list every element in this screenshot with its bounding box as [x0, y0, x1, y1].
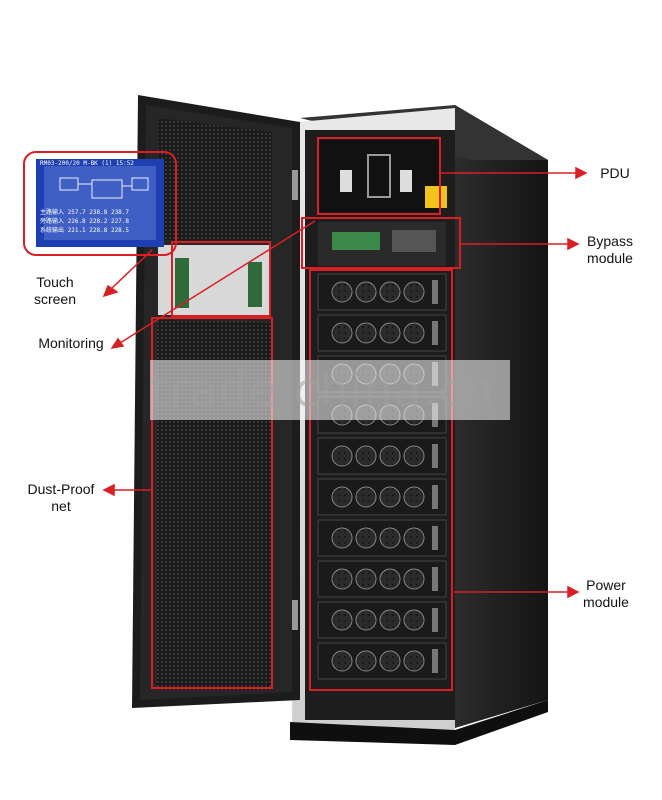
label-dust-proof-net: Dust-Proof net	[18, 481, 104, 515]
screen-row: 系统输出 221.1 228.8 228.5	[40, 226, 129, 234]
label-bypass-module: Bypass module	[576, 233, 644, 267]
label-power-line2: module	[583, 594, 629, 610]
module-handle-icon	[432, 649, 438, 673]
fan-icon	[379, 322, 401, 344]
fan-icon	[331, 445, 353, 467]
fan-icon	[379, 568, 401, 590]
fan-icon	[331, 322, 353, 344]
screen-row: 旁路输入 226.8 228.2 227.8	[40, 217, 129, 225]
fan-icon	[355, 650, 377, 672]
fan-icon	[379, 486, 401, 508]
label-bypass-line2: module	[587, 250, 633, 266]
label-power-module: Power module	[574, 577, 638, 611]
label-dust-line1: Dust-Proof	[27, 481, 95, 497]
fan-icon	[355, 486, 377, 508]
fan-icon	[379, 445, 401, 467]
label-monitoring-text: Monitoring	[38, 335, 104, 351]
fan-icon	[355, 322, 377, 344]
fan-icon	[355, 568, 377, 590]
screen-row: 主路输入 257.7 238.8 238.7	[40, 208, 129, 216]
fan-icon	[379, 650, 401, 672]
touch-screen-highlight	[23, 151, 177, 256]
label-touch-screen: Touch screen	[24, 274, 86, 308]
fan-icon	[403, 568, 425, 590]
fan-icon	[403, 527, 425, 549]
fan-icon	[355, 527, 377, 549]
fan-icon	[403, 609, 425, 631]
label-dust-line2: net	[51, 498, 71, 514]
watermark-text: trade.china.cn	[150, 360, 510, 420]
fan-icon	[403, 650, 425, 672]
fan-icon	[331, 281, 353, 303]
fan-icon	[403, 445, 425, 467]
fan-icon	[355, 445, 377, 467]
fan-icon	[379, 527, 401, 549]
label-touch-line2: screen	[33, 291, 77, 307]
module-handle-icon	[432, 321, 438, 345]
fan-icon	[355, 281, 377, 303]
label-pdu: PDU	[590, 165, 640, 182]
module-handle-icon	[432, 567, 438, 591]
fan-icon	[331, 486, 353, 508]
screen-header: RM03-200/20 M-BK (1) 15:52	[40, 160, 134, 167]
fan-icon	[403, 281, 425, 303]
label-pdu-text: PDU	[600, 165, 630, 181]
fan-icon	[331, 568, 353, 590]
fan-icon	[379, 609, 401, 631]
fan-icon	[331, 527, 353, 549]
fan-icon	[403, 486, 425, 508]
fan-icon	[379, 281, 401, 303]
fan-icon	[355, 609, 377, 631]
module-handle-icon	[432, 608, 438, 632]
module-handle-icon	[432, 485, 438, 509]
label-power-line1: Power	[586, 577, 626, 593]
label-monitoring: Monitoring	[32, 335, 110, 352]
module-handle-icon	[432, 526, 438, 550]
fan-icon	[331, 650, 353, 672]
label-touch-line1: Touch	[36, 274, 74, 290]
fan-icon	[403, 322, 425, 344]
module-handle-icon	[432, 444, 438, 468]
label-bypass-line1: Bypass	[587, 233, 633, 249]
fan-icon	[331, 609, 353, 631]
module-handle-icon	[432, 280, 438, 304]
